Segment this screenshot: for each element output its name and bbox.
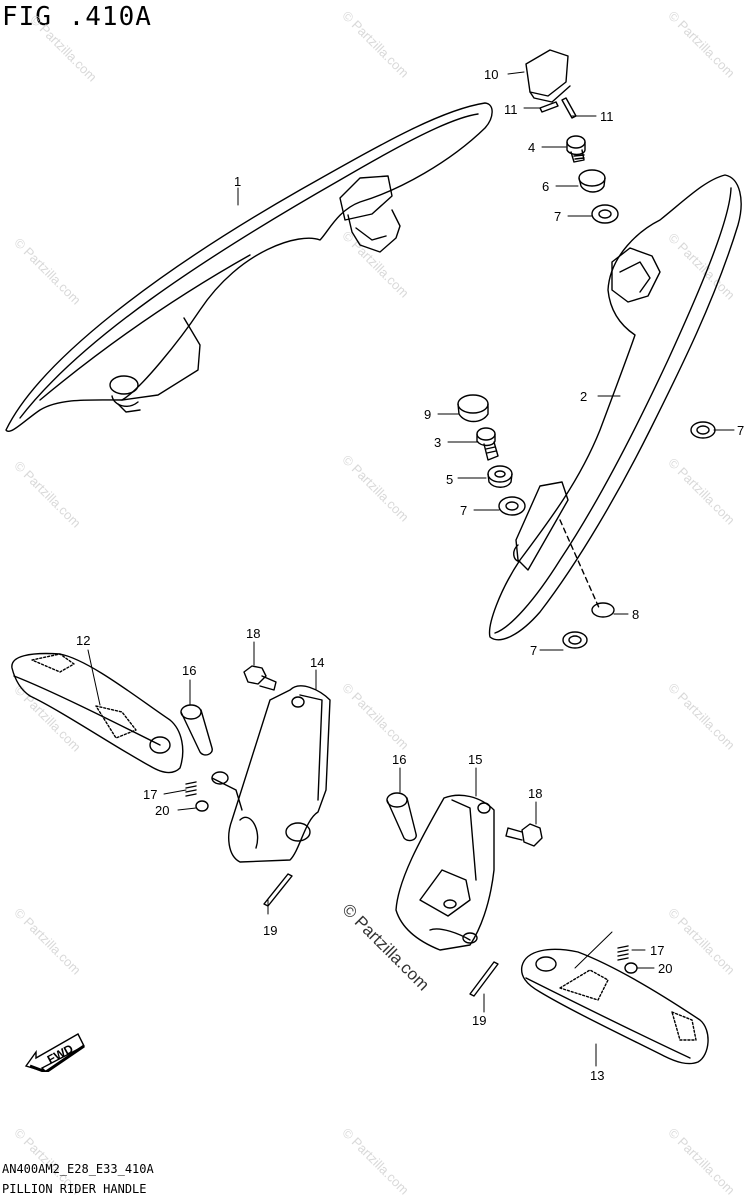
collar-part-6 xyxy=(578,169,606,193)
footrest-right xyxy=(520,948,709,1065)
callout-16: 16 xyxy=(392,752,406,767)
collar-part-5 xyxy=(487,465,513,488)
callout-18: 18 xyxy=(246,626,260,641)
footrest-left xyxy=(11,652,184,774)
callout-4: 4 xyxy=(528,140,535,155)
callout-17: 17 xyxy=(143,787,157,802)
diagram-caption: PILLION RIDER HANDLE xyxy=(2,1182,147,1196)
callout-15: 15 xyxy=(468,752,482,767)
pillion-handle-right xyxy=(488,174,742,641)
callout-13: 13 xyxy=(590,1068,604,1083)
callout-19: 19 xyxy=(263,923,277,938)
callout-11: 11 xyxy=(600,109,614,124)
figure-title: FIG .410A xyxy=(2,2,152,32)
callout-20: 20 xyxy=(658,961,672,976)
callout-3: 3 xyxy=(434,435,441,450)
callout-7: 7 xyxy=(530,643,537,658)
bolt-part-3 xyxy=(476,427,499,461)
callout-5: 5 xyxy=(446,472,453,487)
callout-10: 10 xyxy=(484,67,498,82)
callout-2: 2 xyxy=(580,389,587,404)
cotter-pin-part-19 xyxy=(263,873,499,997)
leader-lines xyxy=(87,71,735,1067)
pillion-handle-left xyxy=(5,102,493,432)
callout-11: 11 xyxy=(504,102,518,117)
diagram-code: AN400AM2_E28_E33_410A xyxy=(2,1162,154,1176)
washer-part-7 xyxy=(498,204,716,649)
callout-labels: 1 2 3 4 5 6 7 7 7 7 8 9 10 11 11 12 13 1… xyxy=(76,67,744,1083)
cap-part-9 xyxy=(457,394,489,423)
callout-1: 1 xyxy=(234,174,241,189)
callout-7: 7 xyxy=(460,503,467,518)
pin-part-16 xyxy=(180,704,417,842)
callout-18: 18 xyxy=(528,786,542,801)
fwd-arrow-icon: FWD xyxy=(24,1033,85,1072)
callout-17: 17 xyxy=(650,943,664,958)
washer-part-20 xyxy=(195,800,638,974)
callout-7: 7 xyxy=(737,423,744,438)
callout-20: 20 xyxy=(155,803,169,818)
callout-12: 12 xyxy=(76,633,90,648)
cap-part-10 xyxy=(525,49,571,103)
callout-14: 14 xyxy=(310,655,324,670)
callout-8: 8 xyxy=(632,607,639,622)
footrest-bracket-left xyxy=(211,685,331,863)
callout-9: 9 xyxy=(424,407,431,422)
callout-7: 7 xyxy=(554,209,561,224)
callout-6: 6 xyxy=(542,179,549,194)
bolt-part-18 xyxy=(243,665,543,847)
callout-19: 19 xyxy=(472,1013,486,1028)
bolt-part-4 xyxy=(566,135,586,163)
spring-part-17 xyxy=(185,781,629,961)
callout-16: 16 xyxy=(182,663,196,678)
footrest-bracket-right xyxy=(395,794,495,951)
